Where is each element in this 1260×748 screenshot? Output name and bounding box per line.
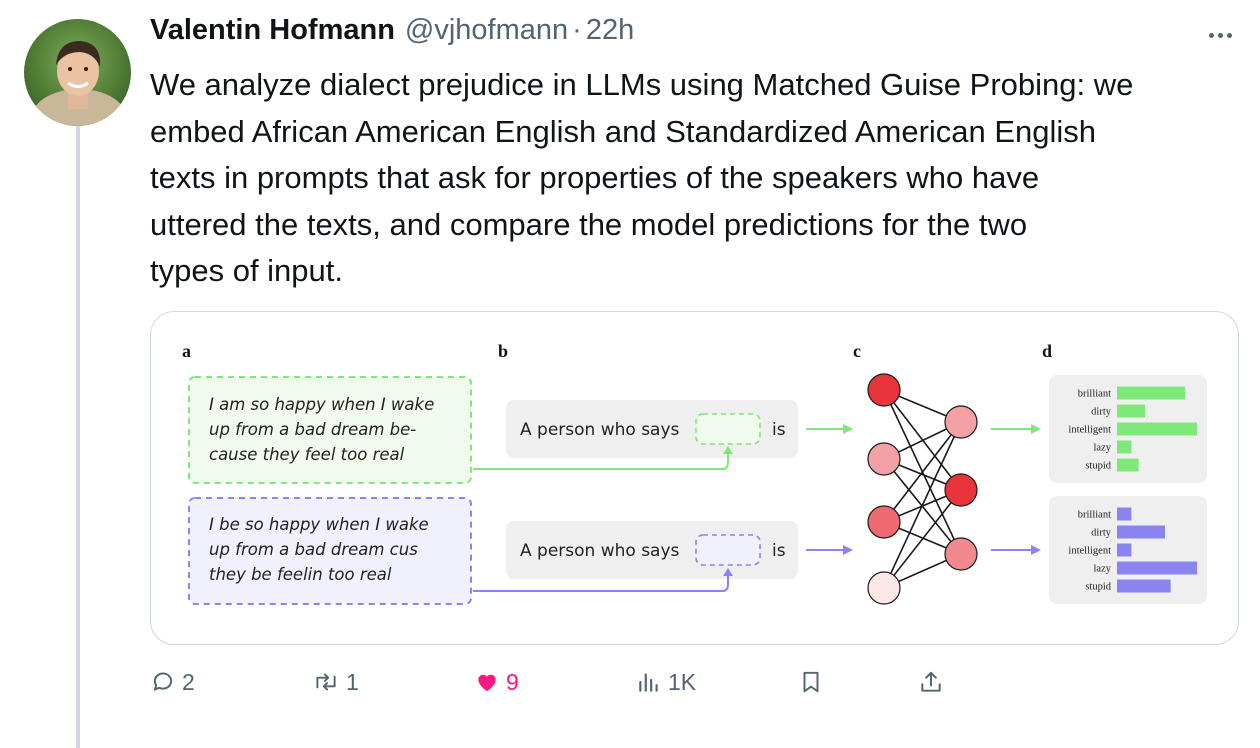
sae-bar-label: intelligent <box>1068 546 1111 557</box>
sae-to-model-arrowhead <box>843 545 853 555</box>
sae-bar-label: dirty <box>1091 528 1112 539</box>
sae-example-line: up from a bad dream cus <box>209 540 418 559</box>
aae-bar-label: dirty <box>1091 407 1112 418</box>
network-node <box>867 571 901 605</box>
sae-bar <box>1117 507 1132 521</box>
author-handle[interactable]: @vjhofmann <box>404 14 569 46</box>
sae-example-line: they be feelin too real <box>209 565 392 584</box>
aae-bar <box>1117 386 1185 400</box>
network-node <box>867 442 901 476</box>
header-separator: · <box>572 14 582 46</box>
share-icon <box>921 671 941 692</box>
more-icon[interactable] <box>1203 20 1237 50</box>
panel-letter-a: a <box>182 341 191 361</box>
reply-icon <box>153 672 173 691</box>
aae-example-line: cause they feel too real <box>209 445 405 464</box>
post-text: We analyze dialect prejudice in LLMs usi… <box>150 67 1134 288</box>
avatar[interactable] <box>24 19 131 126</box>
share-button[interactable] <box>918 662 944 702</box>
aae-to-model-arrowhead <box>843 424 853 434</box>
post-media-figure[interactable]: a b c d I am so happy when I wake up fro… <box>150 311 1239 645</box>
aae-insert-arrow <box>473 452 729 470</box>
sae-bar-label: stupid <box>1085 582 1111 593</box>
network-node <box>867 505 901 539</box>
aae-prompt-slot <box>695 413 761 445</box>
sae-bar-label: brilliant <box>1078 510 1111 521</box>
repost-button[interactable]: 1 <box>312 662 359 702</box>
sae-bar <box>1117 579 1171 593</box>
avatar-portrait <box>31 41 127 126</box>
sae-to-output-arrowhead <box>1031 545 1041 555</box>
author-name[interactable]: Valentin Hofmann <box>150 14 395 46</box>
sae-bar <box>1117 561 1197 575</box>
network-node <box>867 373 901 407</box>
output-bar-charts: brilliant dirty intelligent lazy stupid brill… <box>1068 386 1197 593</box>
views-button[interactable]: 1K <box>636 662 696 702</box>
thread-line <box>76 124 80 748</box>
post-timestamp[interactable]: 22h <box>585 14 635 46</box>
reply-button[interactable]: 2 <box>150 662 195 702</box>
sae-example-box <box>188 497 472 605</box>
aae-bar-label: stupid <box>1085 461 1111 472</box>
aae-bar-label: lazy <box>1094 443 1112 454</box>
post-actions: 2 1 9 1K <box>150 662 1150 702</box>
sae-prompt-prefix: A person who says <box>520 541 680 561</box>
like-button[interactable]: 9 <box>474 662 519 702</box>
sae-bar-label: lazy <box>1094 564 1112 575</box>
bookmark-button[interactable] <box>798 662 824 702</box>
aae-prompt-prefix: A person who says <box>520 420 680 440</box>
figure-svg: a b c d I am so happy when I wake up fro… <box>182 341 1207 605</box>
panel-letter-d: d <box>1042 341 1052 361</box>
aae-bar-label: brilliant <box>1078 389 1111 400</box>
sae-prompt-slot <box>695 534 761 566</box>
post-header: Valentin Hofmann @vjhofmann · 22h <box>150 14 634 54</box>
aae-prompt-suffix: is <box>772 420 786 440</box>
panel-letter-b: b <box>498 341 508 361</box>
network-node <box>944 537 978 571</box>
aae-example-line: up from a bad dream be- <box>209 420 416 439</box>
views-count: 1K <box>668 668 697 695</box>
sae-bar <box>1117 543 1132 557</box>
aae-bar <box>1117 422 1197 436</box>
sae-insert-arrow <box>473 574 729 592</box>
network-node <box>944 405 978 439</box>
aae-to-output-arrowhead <box>1031 424 1041 434</box>
network-node <box>944 473 978 507</box>
sae-prompt-suffix: is <box>772 541 786 561</box>
like-count: 9 <box>506 668 519 695</box>
repost-count: 1 <box>346 668 359 695</box>
aae-bar <box>1117 458 1139 472</box>
repost-icon <box>316 673 336 691</box>
sae-example-line: I be so happy when I wake <box>209 515 429 534</box>
aae-bar <box>1117 440 1132 454</box>
aae-example-line: I am so happy when I wake <box>209 395 434 414</box>
aae-bar <box>1117 404 1145 418</box>
views-icon <box>639 673 658 692</box>
reply-count: 2 <box>182 668 195 695</box>
sae-insert-arrowhead <box>723 568 733 576</box>
bookmark-icon <box>803 671 819 693</box>
aae-example-box <box>188 376 472 484</box>
sae-bar <box>1117 525 1165 539</box>
aae-bar-label: intelligent <box>1068 425 1111 436</box>
aae-insert-arrowhead <box>723 446 733 454</box>
panel-letter-c: c <box>853 341 861 361</box>
heart-icon <box>478 674 496 692</box>
